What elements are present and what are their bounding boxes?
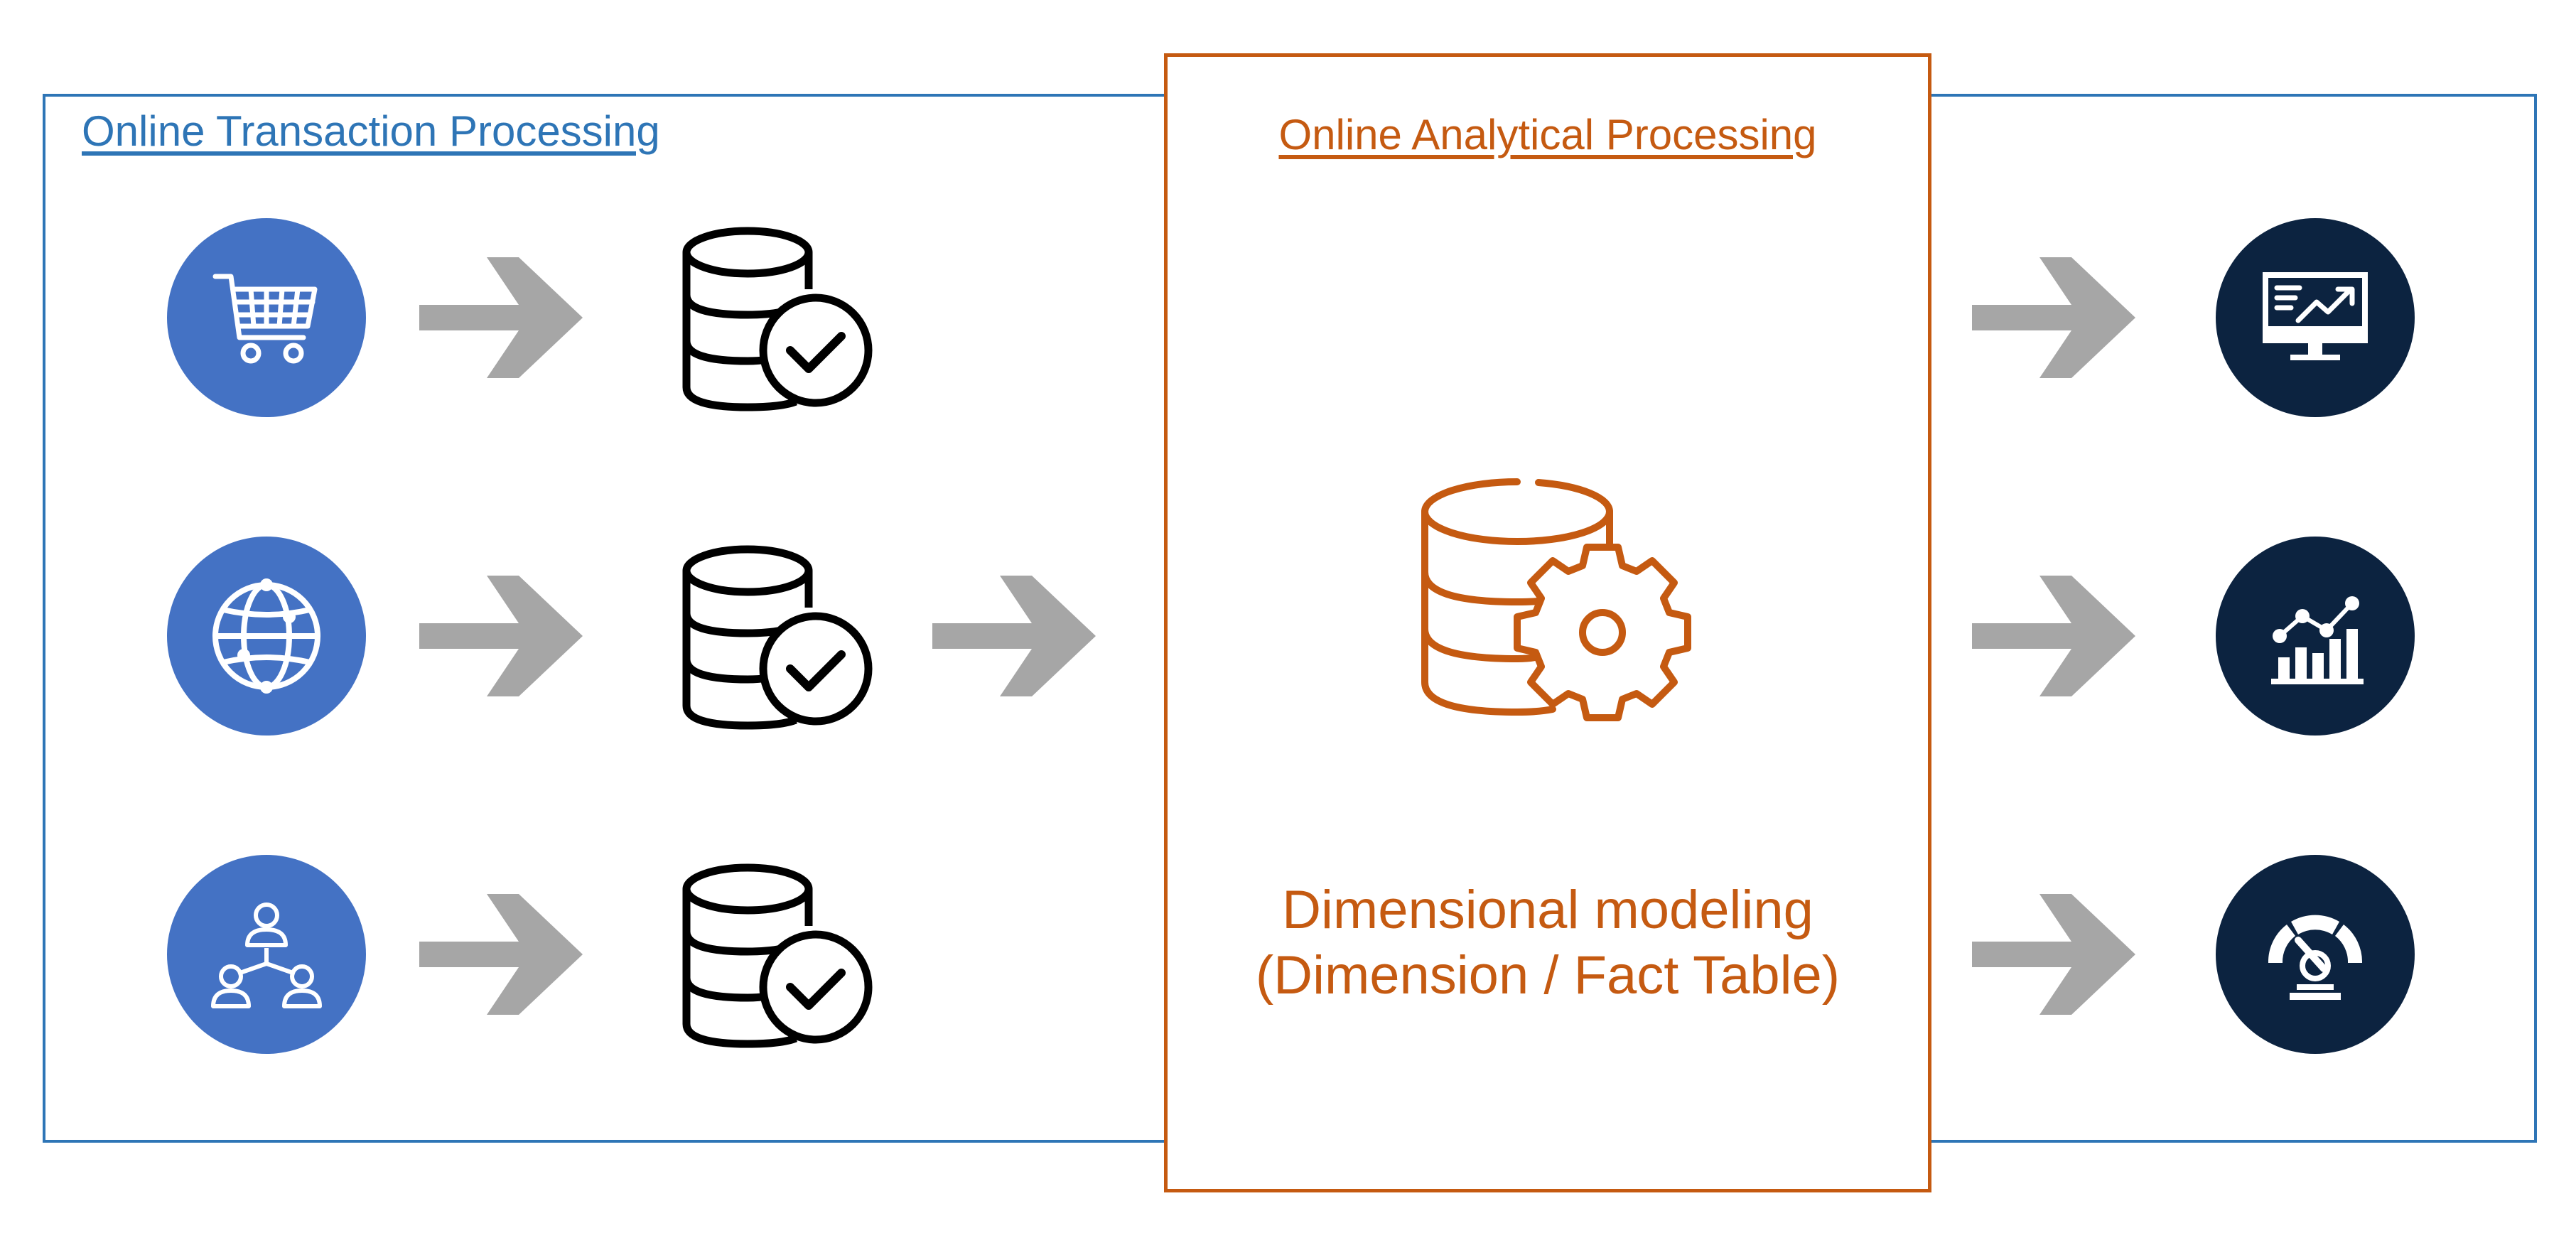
oltp-title: Online Transaction Processing [82, 107, 660, 155]
database-gear-icon [1421, 478, 1691, 721]
people-network-icon [211, 903, 322, 1008]
arrow-right-icon [419, 257, 583, 378]
olap-title: Online Analytical Processing [1278, 111, 1817, 158]
olap-frame [1164, 53, 1931, 1192]
monitor-chart-icon [2263, 272, 2368, 360]
bar-line-chart-icon [2271, 596, 2364, 684]
arrow-right-icon [1972, 257, 2135, 378]
database-check-icon [682, 863, 873, 1048]
globe-network-icon [212, 578, 320, 694]
speedometer-icon [2268, 915, 2363, 1000]
database-check-icon [682, 227, 873, 411]
olap-caption-line-2: (Dimension / Fact Table) [1255, 945, 1841, 1006]
arrow-right-icon [932, 576, 1096, 696]
arrow-right-icon [419, 894, 583, 1015]
olap-caption: Dimensional modeling (Dimension / Fact T… [1164, 878, 1931, 1008]
database-check-icon [682, 545, 873, 730]
arrow-right-icon [419, 576, 583, 696]
source-people [167, 855, 366, 1054]
olap-caption-line-1: Dimensional modeling [1282, 880, 1814, 940]
output-speedometer [2216, 855, 2415, 1054]
source-shopping-cart [167, 218, 366, 417]
arrow-right-icon [1972, 894, 2135, 1015]
output-monitor [2216, 218, 2415, 417]
output-bar-chart [2216, 537, 2415, 736]
arrow-right-icon [1972, 576, 2135, 696]
shopping-cart-icon [212, 274, 318, 364]
source-globe [167, 537, 366, 736]
